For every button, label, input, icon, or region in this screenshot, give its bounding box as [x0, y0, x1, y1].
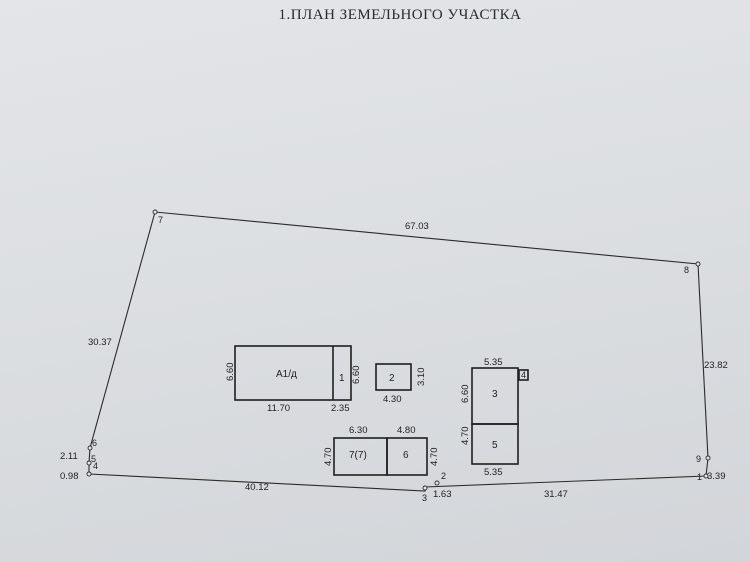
- length-1-2: 31.47: [544, 489, 568, 500]
- building-7-label: 7(7): [349, 450, 367, 461]
- building-6-height: 4.70: [429, 448, 440, 467]
- point-label-1: 1: [697, 472, 702, 482]
- point-label-2: 2: [441, 471, 446, 481]
- vertex-2: [434, 480, 440, 486]
- building-5: [471, 423, 519, 465]
- vertex-1: [703, 473, 709, 479]
- building-6-label: 6: [403, 450, 409, 461]
- vertex-6: [87, 445, 93, 451]
- building-a1-width: 11.70: [267, 403, 290, 414]
- vertex-5: [86, 460, 92, 466]
- building-1-height: 6.60: [351, 366, 362, 385]
- building-1-label: 1: [339, 373, 345, 384]
- building-a1: [234, 345, 352, 401]
- building-5-width: 5.35: [484, 467, 503, 478]
- building-3-height: 6.60: [460, 385, 471, 404]
- length-3-4: 40.12: [245, 482, 269, 493]
- point-label-4: 4: [93, 461, 98, 471]
- building-5-label: 5: [492, 440, 498, 451]
- point-label-3: 3: [422, 493, 427, 503]
- vertex-4: [86, 471, 92, 477]
- building-a1-height: 6.60: [225, 363, 236, 382]
- building-a1-label: А1/д: [276, 369, 297, 380]
- point-label-8: 8: [684, 265, 689, 275]
- building-4-label: 4: [521, 370, 526, 380]
- building-2-label: 2: [389, 373, 395, 384]
- length-4-5: 0.98: [60, 471, 79, 482]
- page-title: 1.ПЛАН ЗЕМЕЛЬНОГО УЧАСТКА: [278, 7, 522, 23]
- building-1-width: 2.35: [331, 403, 350, 414]
- length-2-3: 1.63: [433, 489, 452, 500]
- vertex-7: [152, 209, 158, 215]
- building-7-width: 6.30: [349, 425, 368, 436]
- building-7-height: 4.70: [323, 448, 334, 467]
- point-label-7: 7: [158, 215, 163, 225]
- point-label-5: 5: [91, 454, 96, 464]
- building-3-label: 3: [492, 389, 498, 400]
- vertex-3: [422, 485, 428, 491]
- length-7-8: 67.03: [405, 221, 429, 232]
- point-label-9: 9: [696, 454, 701, 464]
- boundary-vertices: [86, 209, 711, 491]
- length-5-6: 2.11: [60, 451, 78, 462]
- building-2-width: 4.30: [383, 394, 402, 405]
- length-8-9: 23.82: [704, 360, 728, 371]
- parcel-boundary: [88, 211, 709, 492]
- building-2-height: 3.10: [416, 368, 427, 387]
- building-3-width: 5.35: [484, 357, 503, 368]
- vertex-8: [695, 261, 701, 267]
- building-4: [518, 369, 529, 381]
- building-2: [375, 363, 412, 391]
- vertex-9: [705, 455, 711, 461]
- length-9-1: 3.39: [707, 471, 726, 482]
- point-label-6: 6: [92, 438, 97, 448]
- length-6-7: 30.37: [88, 337, 112, 348]
- building-6-width: 4.80: [397, 425, 416, 436]
- building-6: [386, 437, 428, 476]
- building-5-height: 4.70: [460, 427, 471, 446]
